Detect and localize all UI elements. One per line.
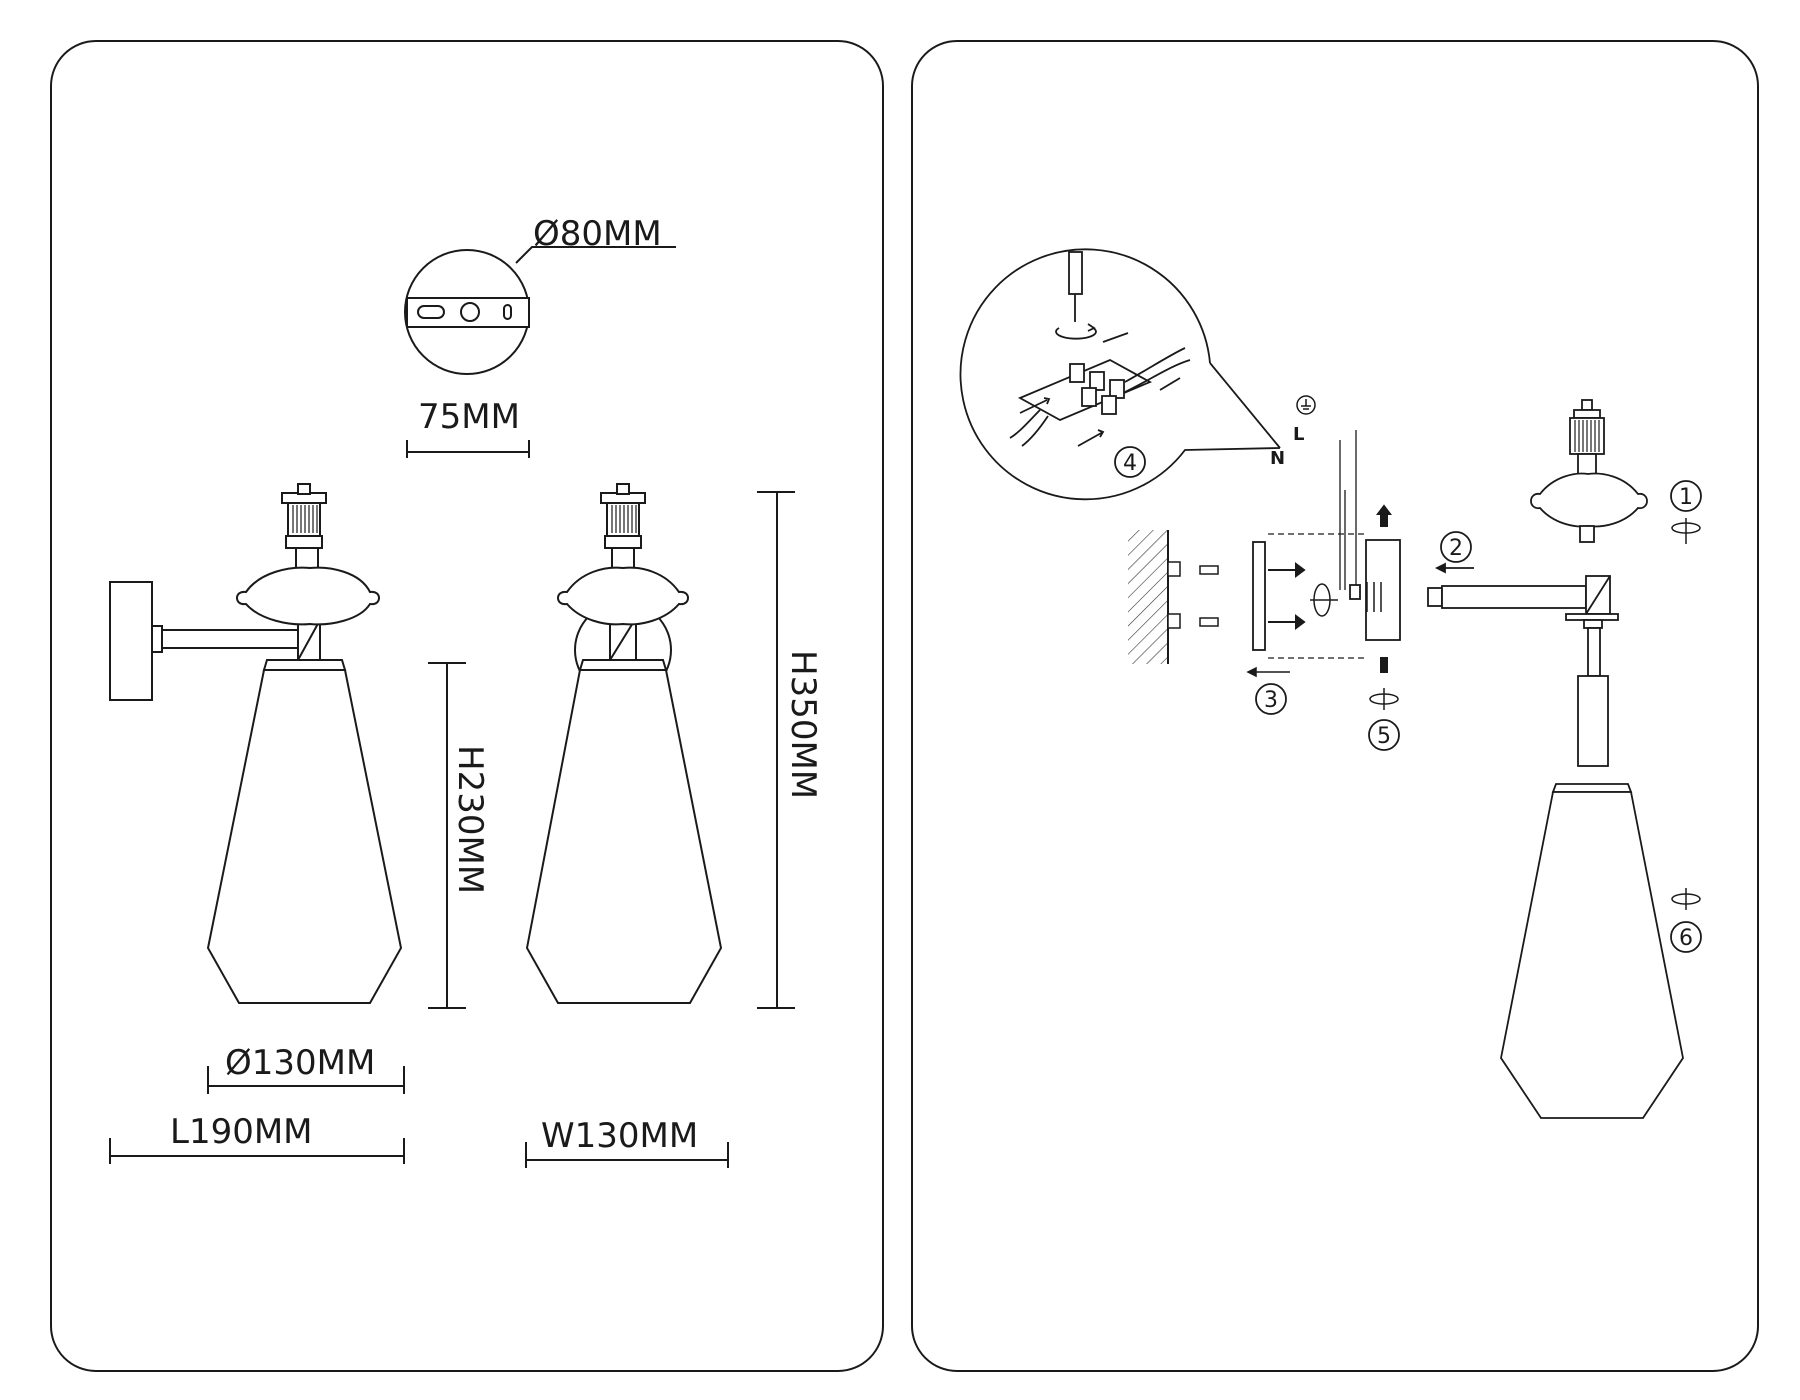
step-3-label: 3 [1264, 688, 1278, 713]
total-height-label: H350MM [783, 650, 823, 799]
neutral-wire-label: N [1270, 448, 1285, 469]
step-2-label: 2 [1449, 536, 1463, 561]
side-view-fixture [109, 483, 403, 1004]
width-label: W130MM [541, 1116, 698, 1156]
mounting-bracket [1252, 430, 1401, 659]
mounting-plate-detail [404, 246, 676, 375]
dimensions-panel [50, 40, 884, 1372]
wall-anchors [1199, 565, 1219, 627]
step-1-badge [1670, 480, 1702, 512]
step-4-badge [1114, 446, 1146, 478]
step-2-arm [1427, 562, 1619, 767]
mounting-screws [1268, 562, 1306, 630]
step-3-arrow [1246, 666, 1290, 678]
live-wire-label: L [1293, 424, 1304, 445]
step-6-shade [1500, 783, 1684, 1119]
step-4-label: 4 [1123, 451, 1137, 476]
hole-spacing-label: 75MM [418, 397, 520, 437]
step-5-label: 5 [1377, 724, 1391, 749]
step-1-rotate-icon [1671, 518, 1701, 544]
installation-panel [911, 40, 1759, 1372]
step-3-badge [1255, 683, 1287, 715]
rotate-arrow-icon [1310, 583, 1338, 617]
step-5-screws [1376, 504, 1392, 673]
wiring-detail-callout [959, 248, 1281, 501]
plate-diameter-label: Ø80MM [533, 214, 662, 254]
step-6-label: 6 [1679, 926, 1693, 951]
step-5-rotate-icon [1369, 688, 1399, 710]
length-label: L190MM [170, 1112, 313, 1152]
dimension-lines [109, 491, 795, 1168]
shade-height-label: H230MM [450, 745, 490, 894]
bracket-screws [1366, 582, 1382, 612]
ground-symbol-icon [1296, 395, 1316, 415]
shade-diameter-label: Ø130MM [225, 1043, 375, 1083]
wall-section [1128, 530, 1181, 664]
step-2-badge [1440, 531, 1472, 563]
step-1-top-parts [1530, 399, 1648, 543]
step-5-badge [1368, 719, 1400, 751]
hole-spacing-dimension-line [406, 440, 530, 458]
step-6-badge [1670, 921, 1702, 953]
step-1-label: 1 [1679, 485, 1693, 510]
step-6-rotate-icon [1671, 888, 1701, 910]
front-view-fixture [525, 483, 723, 1004]
